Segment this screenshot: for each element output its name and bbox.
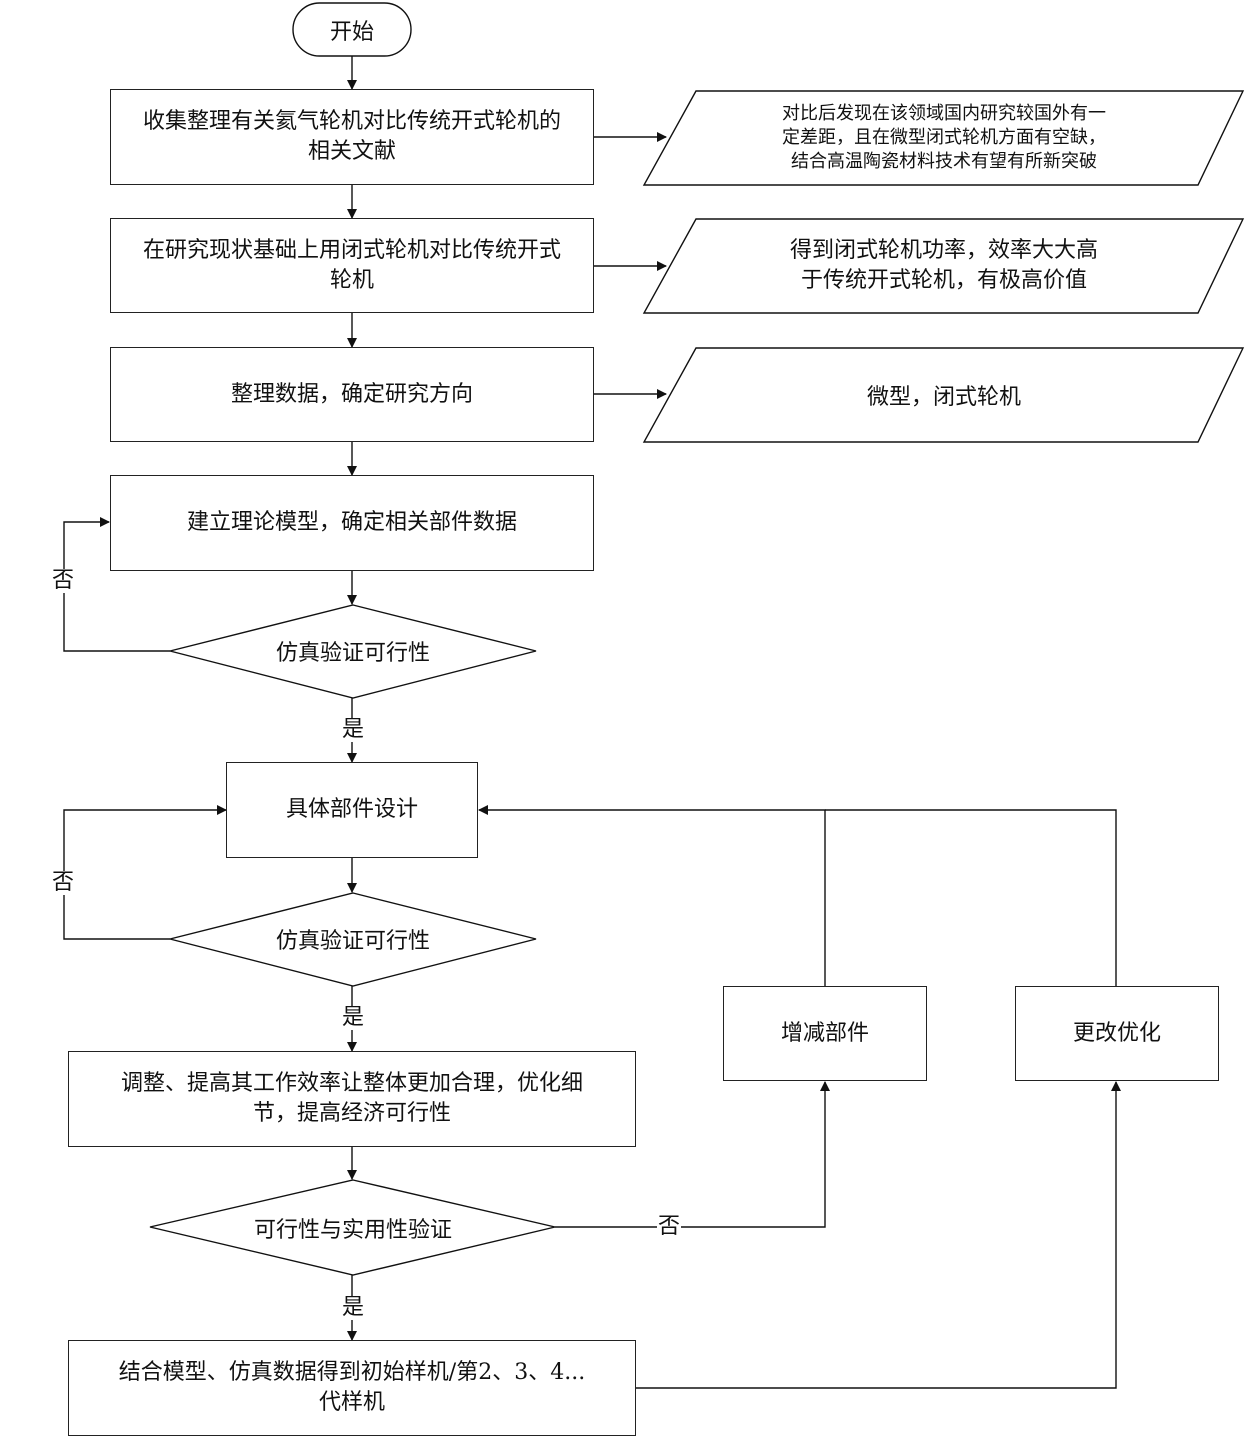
decision-sim2-text: 仿真验证可行性 bbox=[275, 929, 430, 954]
output-collect-shape bbox=[642, 90, 1245, 186]
step-adjust-optimize: 调整、提高其工作效率让整体更加合理，优化细 节，提高经济可行性 bbox=[68, 1051, 636, 1147]
step-add-remove-components: 增减部件 bbox=[723, 986, 927, 1081]
step-component-design: 具体部件设计 bbox=[226, 762, 478, 858]
decision-practical-shape bbox=[149, 1179, 556, 1276]
arrow-practical-no bbox=[555, 1081, 830, 1228]
label-yes-sim1: 是 bbox=[341, 717, 366, 742]
start-label: 开始 bbox=[329, 19, 374, 45]
label-yes-practical: 是 bbox=[341, 1295, 366, 1320]
label-no-sim2: 否 bbox=[51, 870, 76, 895]
label-no-practical: 否 bbox=[657, 1214, 682, 1239]
step-modify-optimize: 更改优化 bbox=[1015, 986, 1219, 1081]
output-organize-shape bbox=[642, 347, 1245, 443]
output-compare-text: 得到闭式轮机功率，效率大大高 于传统开式轮机，有极高价值 bbox=[789, 238, 1098, 293]
decision-sim2-shape bbox=[169, 892, 537, 987]
step-organize-data: 整理数据，确定研究方向 bbox=[110, 347, 594, 442]
label-yes-sim2: 是 bbox=[341, 1005, 366, 1030]
step-prototype: 结合模型、仿真数据得到初始样机/第2、3、4... 代样机 bbox=[68, 1340, 636, 1436]
decision-sim1-text: 仿真验证可行性 bbox=[275, 641, 430, 666]
line-modify-design bbox=[825, 809, 1117, 986]
arrow-addremove-design bbox=[478, 805, 826, 986]
arrow-prototype-modify bbox=[636, 1081, 1121, 1389]
decision-practical-text: 可行性与实用性验证 bbox=[253, 1218, 452, 1243]
output-organize-text: 微型，闭式轮机 bbox=[866, 385, 1021, 410]
step-build-model: 建立理论模型，确定相关部件数据 bbox=[110, 475, 594, 571]
step-collect-literature: 收集整理有关氦气轮机对比传统开式轮机的 相关文献 bbox=[110, 89, 594, 185]
decision-sim1-shape bbox=[169, 604, 537, 699]
step-compare-turbines: 在研究现状基础上用闭式轮机对比传统开式 轮机 bbox=[110, 218, 594, 313]
output-collect-text: 对比后发现在该领域国内研究较国外有一 定差距，且在微型闭式轮机方面有空缺， 结合… bbox=[782, 103, 1106, 172]
label-no-sim1: 否 bbox=[51, 568, 76, 593]
start-node: 开始 bbox=[293, 3, 411, 56]
output-compare-shape bbox=[642, 218, 1245, 314]
